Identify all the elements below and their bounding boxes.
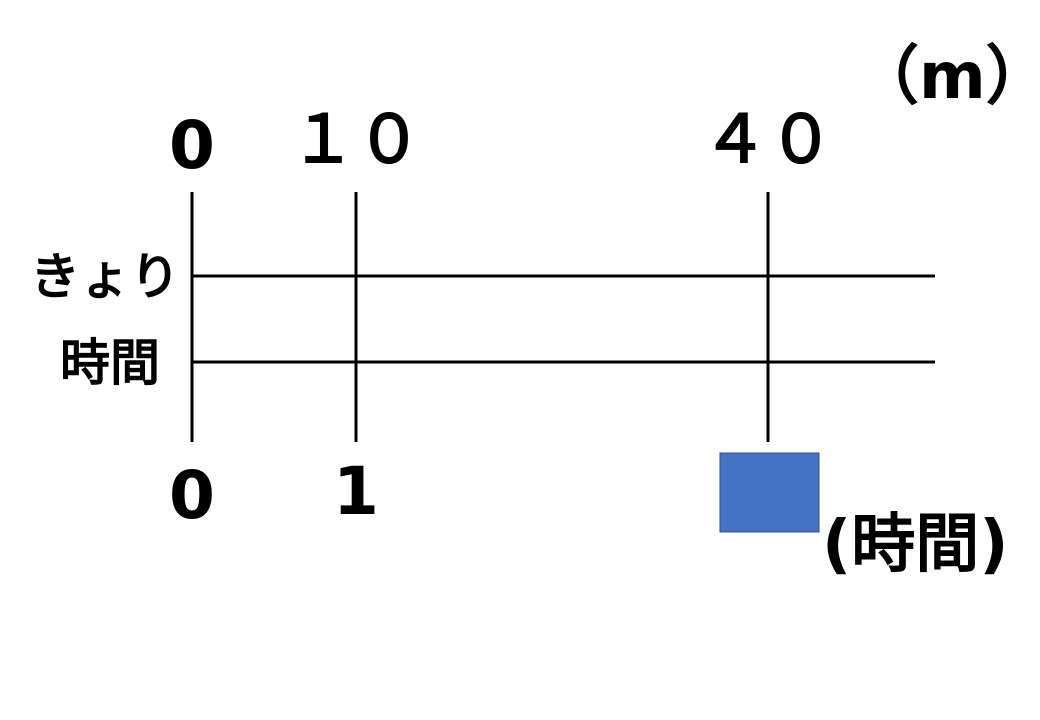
distance-tick-label-0: 0 [169, 107, 215, 184]
time-tick-label-0: 0 [169, 457, 215, 534]
answer-box[interactable] [719, 452, 820, 533]
time-unit-label: (時間) [822, 508, 1009, 582]
distance-tick-label-40: ４０ [702, 101, 834, 178]
distance-unit-label: （m） [855, 40, 1040, 114]
time-row-label: 時間 [60, 334, 160, 392]
time-tick-label-1: 1 [333, 453, 379, 530]
distance-row-label: きょり [30, 248, 180, 306]
distance-tick-label-10: １０ [290, 101, 422, 178]
